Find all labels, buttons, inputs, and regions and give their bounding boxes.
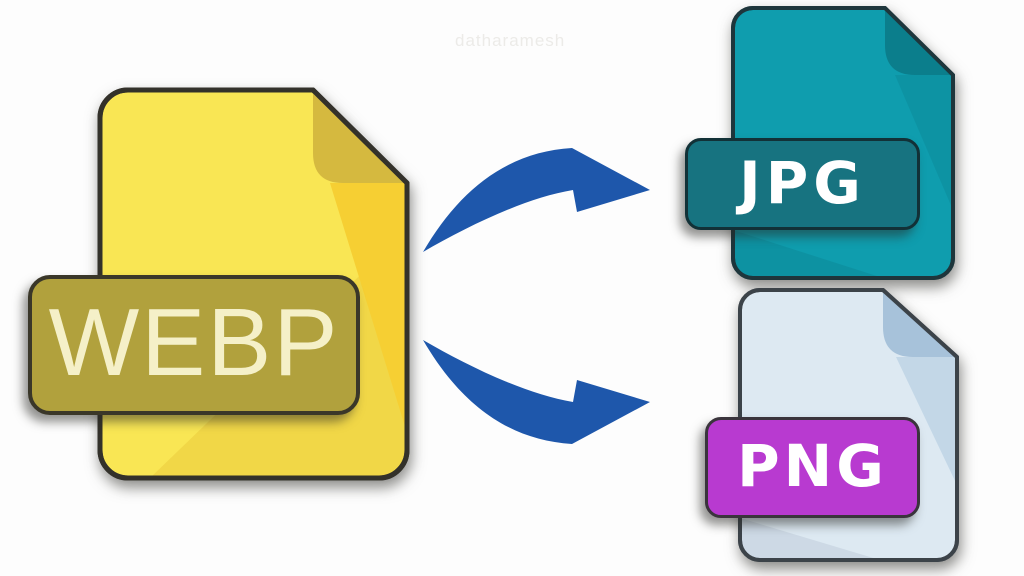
- webp-file-outline: [97, 87, 410, 481]
- jpg-long-shadow: [733, 230, 883, 278]
- watermark-text: datharamesh: [455, 31, 566, 50]
- jpg-fold-shade: [895, 75, 953, 210]
- curved-arrow-up-icon: [423, 148, 650, 252]
- webp-format-label: WEBP: [48, 289, 340, 396]
- webp-fold-shade: [330, 183, 407, 433]
- jpg-format-label: JPG: [739, 148, 866, 217]
- jpg-format-badge: JPG: [685, 138, 920, 230]
- curved-arrow-down-icon: [423, 340, 650, 444]
- png-fold-shade: [896, 357, 957, 485]
- png-format-badge: PNG: [705, 417, 920, 518]
- png-file-outline: [738, 288, 959, 562]
- jpg-file-outline: [731, 6, 955, 280]
- png-long-shadow: [740, 518, 880, 560]
- webp-format-badge: WEBP: [28, 275, 360, 415]
- png-format-label: PNG: [737, 432, 888, 500]
